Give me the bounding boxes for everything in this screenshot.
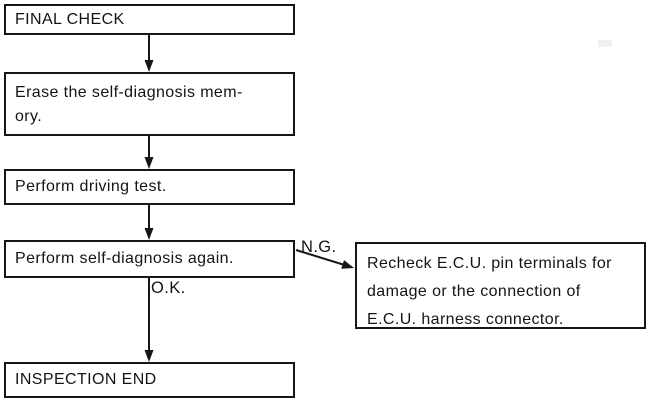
flow-box-recheck-ecu-line-1: Recheck E.C.U. pin terminals for: [367, 255, 612, 272]
branch-label-ng: N.G.: [301, 238, 337, 256]
flow-box-driving-test-label: Perform driving test.: [15, 178, 167, 195]
flow-box-inspection-end: INSPECTION END: [4, 362, 295, 398]
flow-box-driving-test: Perform driving test.: [4, 169, 295, 205]
arrow-driving-test-to-self-diagnosis: [144, 205, 154, 240]
arrow-final-check-to-erase-memory: [144, 35, 154, 72]
branch-label-ok: O.K.: [151, 279, 186, 297]
flow-box-recheck-ecu: Recheck E.C.U. pin terminals for damage …: [355, 242, 646, 329]
flow-box-erase-memory-line-1: Erase the self-diagnosis mem-: [15, 84, 243, 101]
flow-box-recheck-ecu-line-3: E.C.U. harness connector.: [367, 311, 564, 328]
flow-box-final-check: FINAL CHECK: [4, 4, 295, 35]
flow-box-inspection-end-label: INSPECTION END: [15, 371, 157, 388]
flow-box-recheck-ecu-line-2: damage or the connection of: [367, 283, 581, 300]
scan-artifact: [598, 40, 612, 47]
flow-box-self-diagnosis-again: Perform self-diagnosis again.: [4, 240, 295, 278]
flow-box-self-diagnosis-again-label: Perform self-diagnosis again.: [15, 250, 234, 267]
flow-box-final-check-label: FINAL CHECK: [15, 10, 125, 28]
flow-box-erase-memory-line-2: ory.: [15, 108, 43, 125]
arrow-erase-memory-to-driving-test: [144, 136, 154, 169]
flow-box-erase-memory: Erase the self-diagnosis mem- ory.: [4, 72, 295, 136]
